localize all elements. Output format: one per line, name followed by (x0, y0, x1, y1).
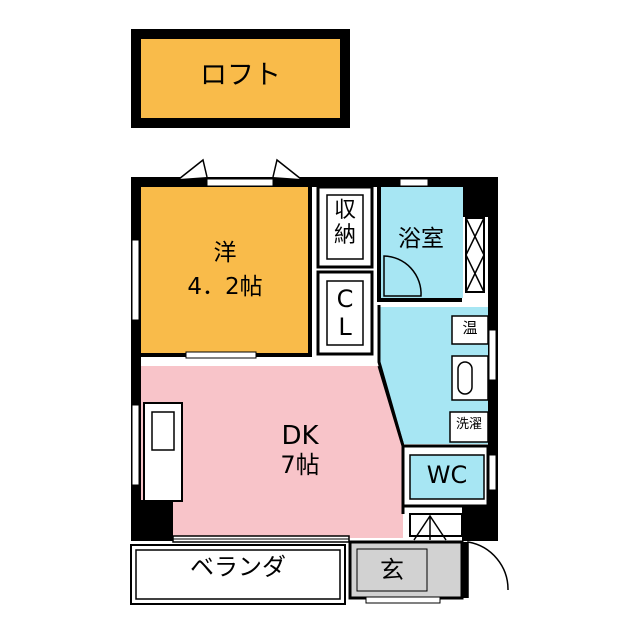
storage-wall (316, 185, 374, 269)
wc-label: WC (426, 461, 468, 489)
window-left-dk (131, 404, 140, 486)
veranda-label: ベランダ (190, 553, 286, 581)
storage-inner (326, 194, 364, 260)
kitchen-counter (143, 402, 183, 502)
dk-floor (141, 366, 403, 538)
entrance-door-inner-swing (413, 514, 447, 541)
closet-inner (326, 280, 364, 346)
water-heater-box (451, 315, 489, 345)
outer-wall-left (131, 177, 141, 541)
western-room-name: 洋 (213, 240, 237, 266)
loft-floor (141, 39, 340, 118)
bathroom-wall (377, 187, 462, 302)
veranda-floor (130, 544, 346, 605)
sink-basin-icon (457, 361, 473, 395)
window-right-wash (488, 329, 497, 381)
wall-column-right-top (462, 177, 498, 217)
window-swing-right-icon (272, 158, 302, 180)
wc-floor (409, 454, 485, 500)
veranda-rail (135, 549, 341, 600)
western-room-door (185, 351, 257, 359)
kitchen-sink-icon (151, 411, 175, 451)
entrance-tile (356, 548, 428, 592)
dk-floor-lower (173, 500, 403, 538)
outer-wall-top (131, 177, 497, 187)
entrance-door (462, 542, 468, 598)
bathroom-label: 浴室 (398, 226, 444, 252)
loft-label: ロフト (200, 60, 281, 91)
washing-machine-box (449, 411, 489, 443)
window-left-western (131, 239, 140, 321)
western-room-size: 4．2帖 (187, 274, 263, 300)
washing-machine-label: 洗濯 (455, 417, 482, 432)
dk-wall (377, 365, 405, 514)
dk-name: DK (281, 421, 319, 451)
closet-label: C L (336, 285, 354, 341)
window-top-western (206, 178, 274, 187)
window-top-bath (399, 178, 429, 187)
wall-column-left-bottom (131, 500, 173, 541)
entrance-door-swing (467, 541, 509, 598)
window-swing-left-icon (178, 158, 208, 180)
bath-vent-cross-icon (465, 217, 485, 293)
western-room-floor (141, 187, 309, 355)
entrance-label: 玄 (380, 556, 404, 584)
bathroom-door-swing (383, 255, 422, 297)
storage-label: 収 納 (333, 198, 356, 249)
water-heater-label: 温 (462, 319, 478, 337)
entrance-step (365, 596, 441, 604)
window-right-wc (488, 454, 497, 491)
dk-size: 7帖 (280, 451, 320, 479)
bath-vent (465, 217, 485, 293)
